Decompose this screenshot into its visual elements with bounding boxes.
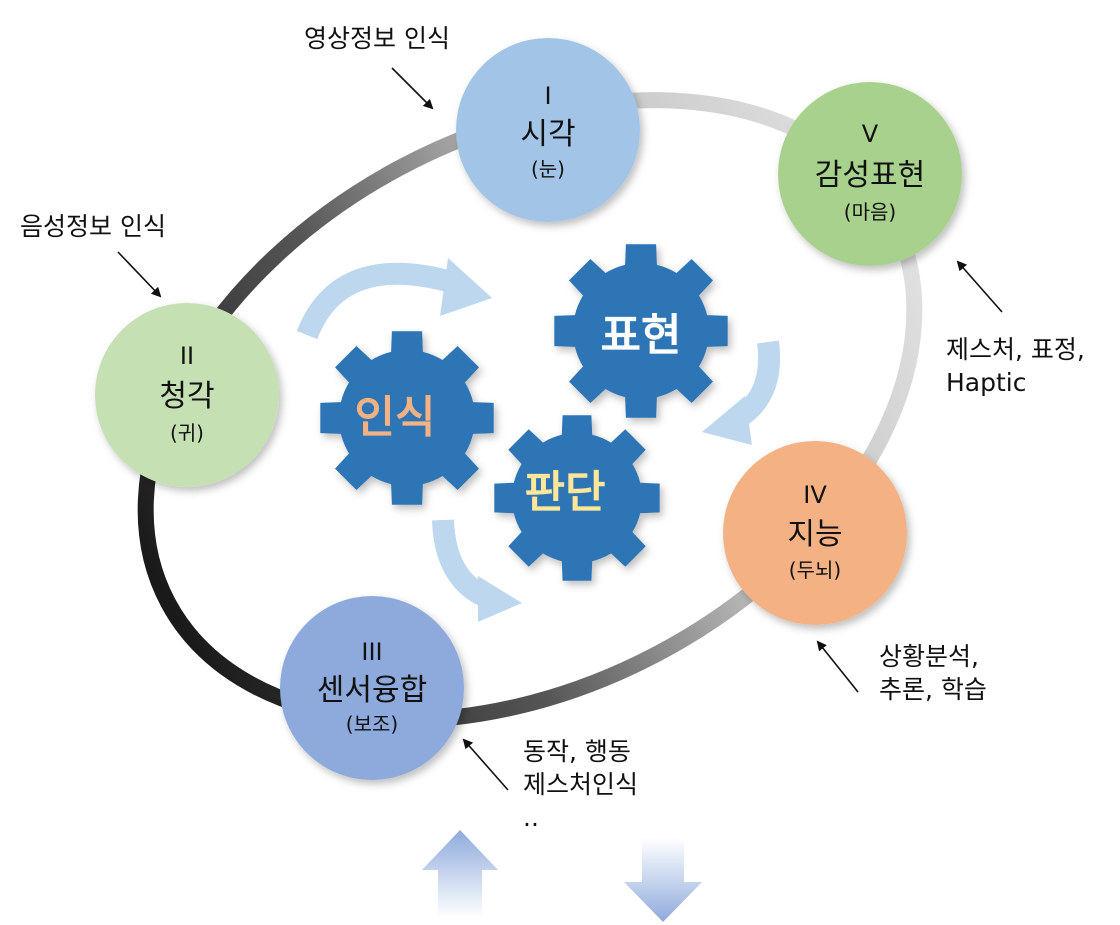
node-sensor-fusion-circle [280, 596, 464, 780]
node-emotion-sub: (마음) [844, 200, 896, 224]
node-vision: I 시각 (눈) [456, 38, 640, 222]
node-hearing: II 청각 (귀) [95, 303, 279, 487]
gear-recognition: 인식 [320, 331, 494, 505]
node-emotion-circle [778, 82, 962, 266]
node-sensor-fusion: III 센서융합 (보조) [280, 596, 464, 780]
annotation-intelligence: 상황분석, 추론, 학습 [879, 640, 987, 706]
flow-arrows [296, 258, 781, 622]
gear-judgment: 판단 [494, 415, 660, 581]
node-emotion-num: V [862, 120, 879, 148]
node-hearing-circle [95, 303, 279, 487]
node-intelligence-circle [723, 441, 907, 625]
annotation-vision: 영상정보 인식 [304, 22, 450, 55]
annotation-emotion: 제스처, 표정, Haptic [946, 333, 1085, 399]
annotation-sensor-fusion-line2: 제스처인식 [523, 770, 639, 799]
node-vision-num: I [544, 82, 551, 110]
gear-expression: 표현 [554, 244, 728, 418]
node-hearing-name: 청각 [159, 379, 214, 414]
flow-arrow-bottom [432, 519, 522, 622]
annotation-sensor-fusion-line1: 동작, 행동 [523, 737, 631, 766]
annotation-hearing-line1: 음성정보 인식 [20, 212, 166, 241]
gear-judgment-label: 판단 [525, 467, 606, 518]
annotation-sensor-fusion: 동작, 행동 제스처인식 .. [523, 735, 638, 834]
pointer-emotion [956, 260, 1003, 313]
node-sensor-fusion-num: III [361, 638, 382, 666]
node-vision-sub: (눈) [531, 157, 565, 181]
pointer-vision [391, 67, 434, 110]
annotation-emotion-line2: Haptic [946, 368, 1027, 397]
node-intelligence-sub: (두뇌) [789, 558, 841, 582]
node-emotion-name: 감성표현 [815, 158, 925, 193]
flow-arrow-top [296, 258, 492, 340]
gear-expression-label: 표현 [601, 310, 682, 361]
node-vision-name: 시각 [520, 117, 575, 152]
annotation-intelligence-line1: 상황분석, [879, 642, 979, 671]
node-emotion: V 감성표현 (마음) [778, 82, 962, 266]
annotation-pointers [117, 67, 1003, 791]
node-intelligence-num: IV [803, 481, 827, 509]
pointer-intelligence [816, 640, 859, 693]
annotation-emotion-line1: 제스처, 표정, [946, 335, 1085, 364]
node-hearing-sub: (귀) [170, 421, 204, 445]
node-sensor-fusion-name: 센서융합 [317, 673, 427, 708]
input-arrow-up [422, 830, 498, 918]
pointer-sensor-fusion [462, 738, 509, 791]
node-sensor-fusion-sub: (보조) [346, 712, 398, 736]
flow-arrow-right [702, 340, 781, 445]
node-hearing-num: II [180, 342, 194, 370]
node-vision-circle [456, 38, 640, 222]
node-intelligence-name: 지능 [787, 517, 842, 552]
annotation-hearing: 음성정보 인식 [20, 210, 166, 243]
annotation-vision-line1: 영상정보 인식 [304, 24, 450, 53]
gear-recognition-label: 인식 [355, 392, 436, 443]
annotation-intelligence-line2: 추론, 학습 [879, 675, 987, 704]
pointer-hearing [117, 251, 162, 298]
annotation-sensor-fusion-line3: .. [523, 803, 539, 832]
node-intelligence: IV 지능 (두뇌) [723, 441, 907, 625]
output-arrow-down [624, 838, 702, 922]
